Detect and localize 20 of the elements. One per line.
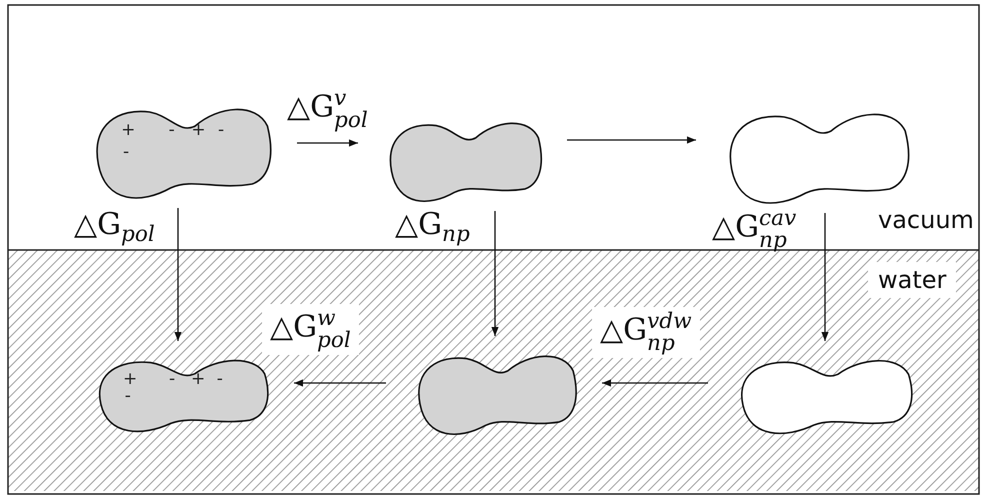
arrow (821, 213, 829, 341)
charge-sign: - (216, 370, 223, 388)
charge-sign: + (121, 122, 136, 139)
charge-sign: + (191, 122, 206, 139)
charge-sign: - (123, 144, 130, 161)
arrow (567, 136, 696, 144)
arrow (491, 211, 499, 336)
region-label: vacuum (878, 208, 974, 232)
charge-sign: - (168, 122, 175, 139)
edge-label: △G$_{pol}$ (74, 210, 155, 246)
charge-sign: - (218, 122, 224, 139)
edge-label: △G$_{np}$ (395, 210, 470, 246)
arrow (297, 139, 358, 147)
charge-sign: + (122, 370, 138, 388)
charge-sign: + (191, 370, 206, 388)
arrow (602, 379, 708, 387)
arrow (174, 208, 182, 341)
charge-sign: - (168, 370, 176, 388)
charge-sign: - (124, 388, 131, 406)
region-label: water (868, 262, 956, 298)
